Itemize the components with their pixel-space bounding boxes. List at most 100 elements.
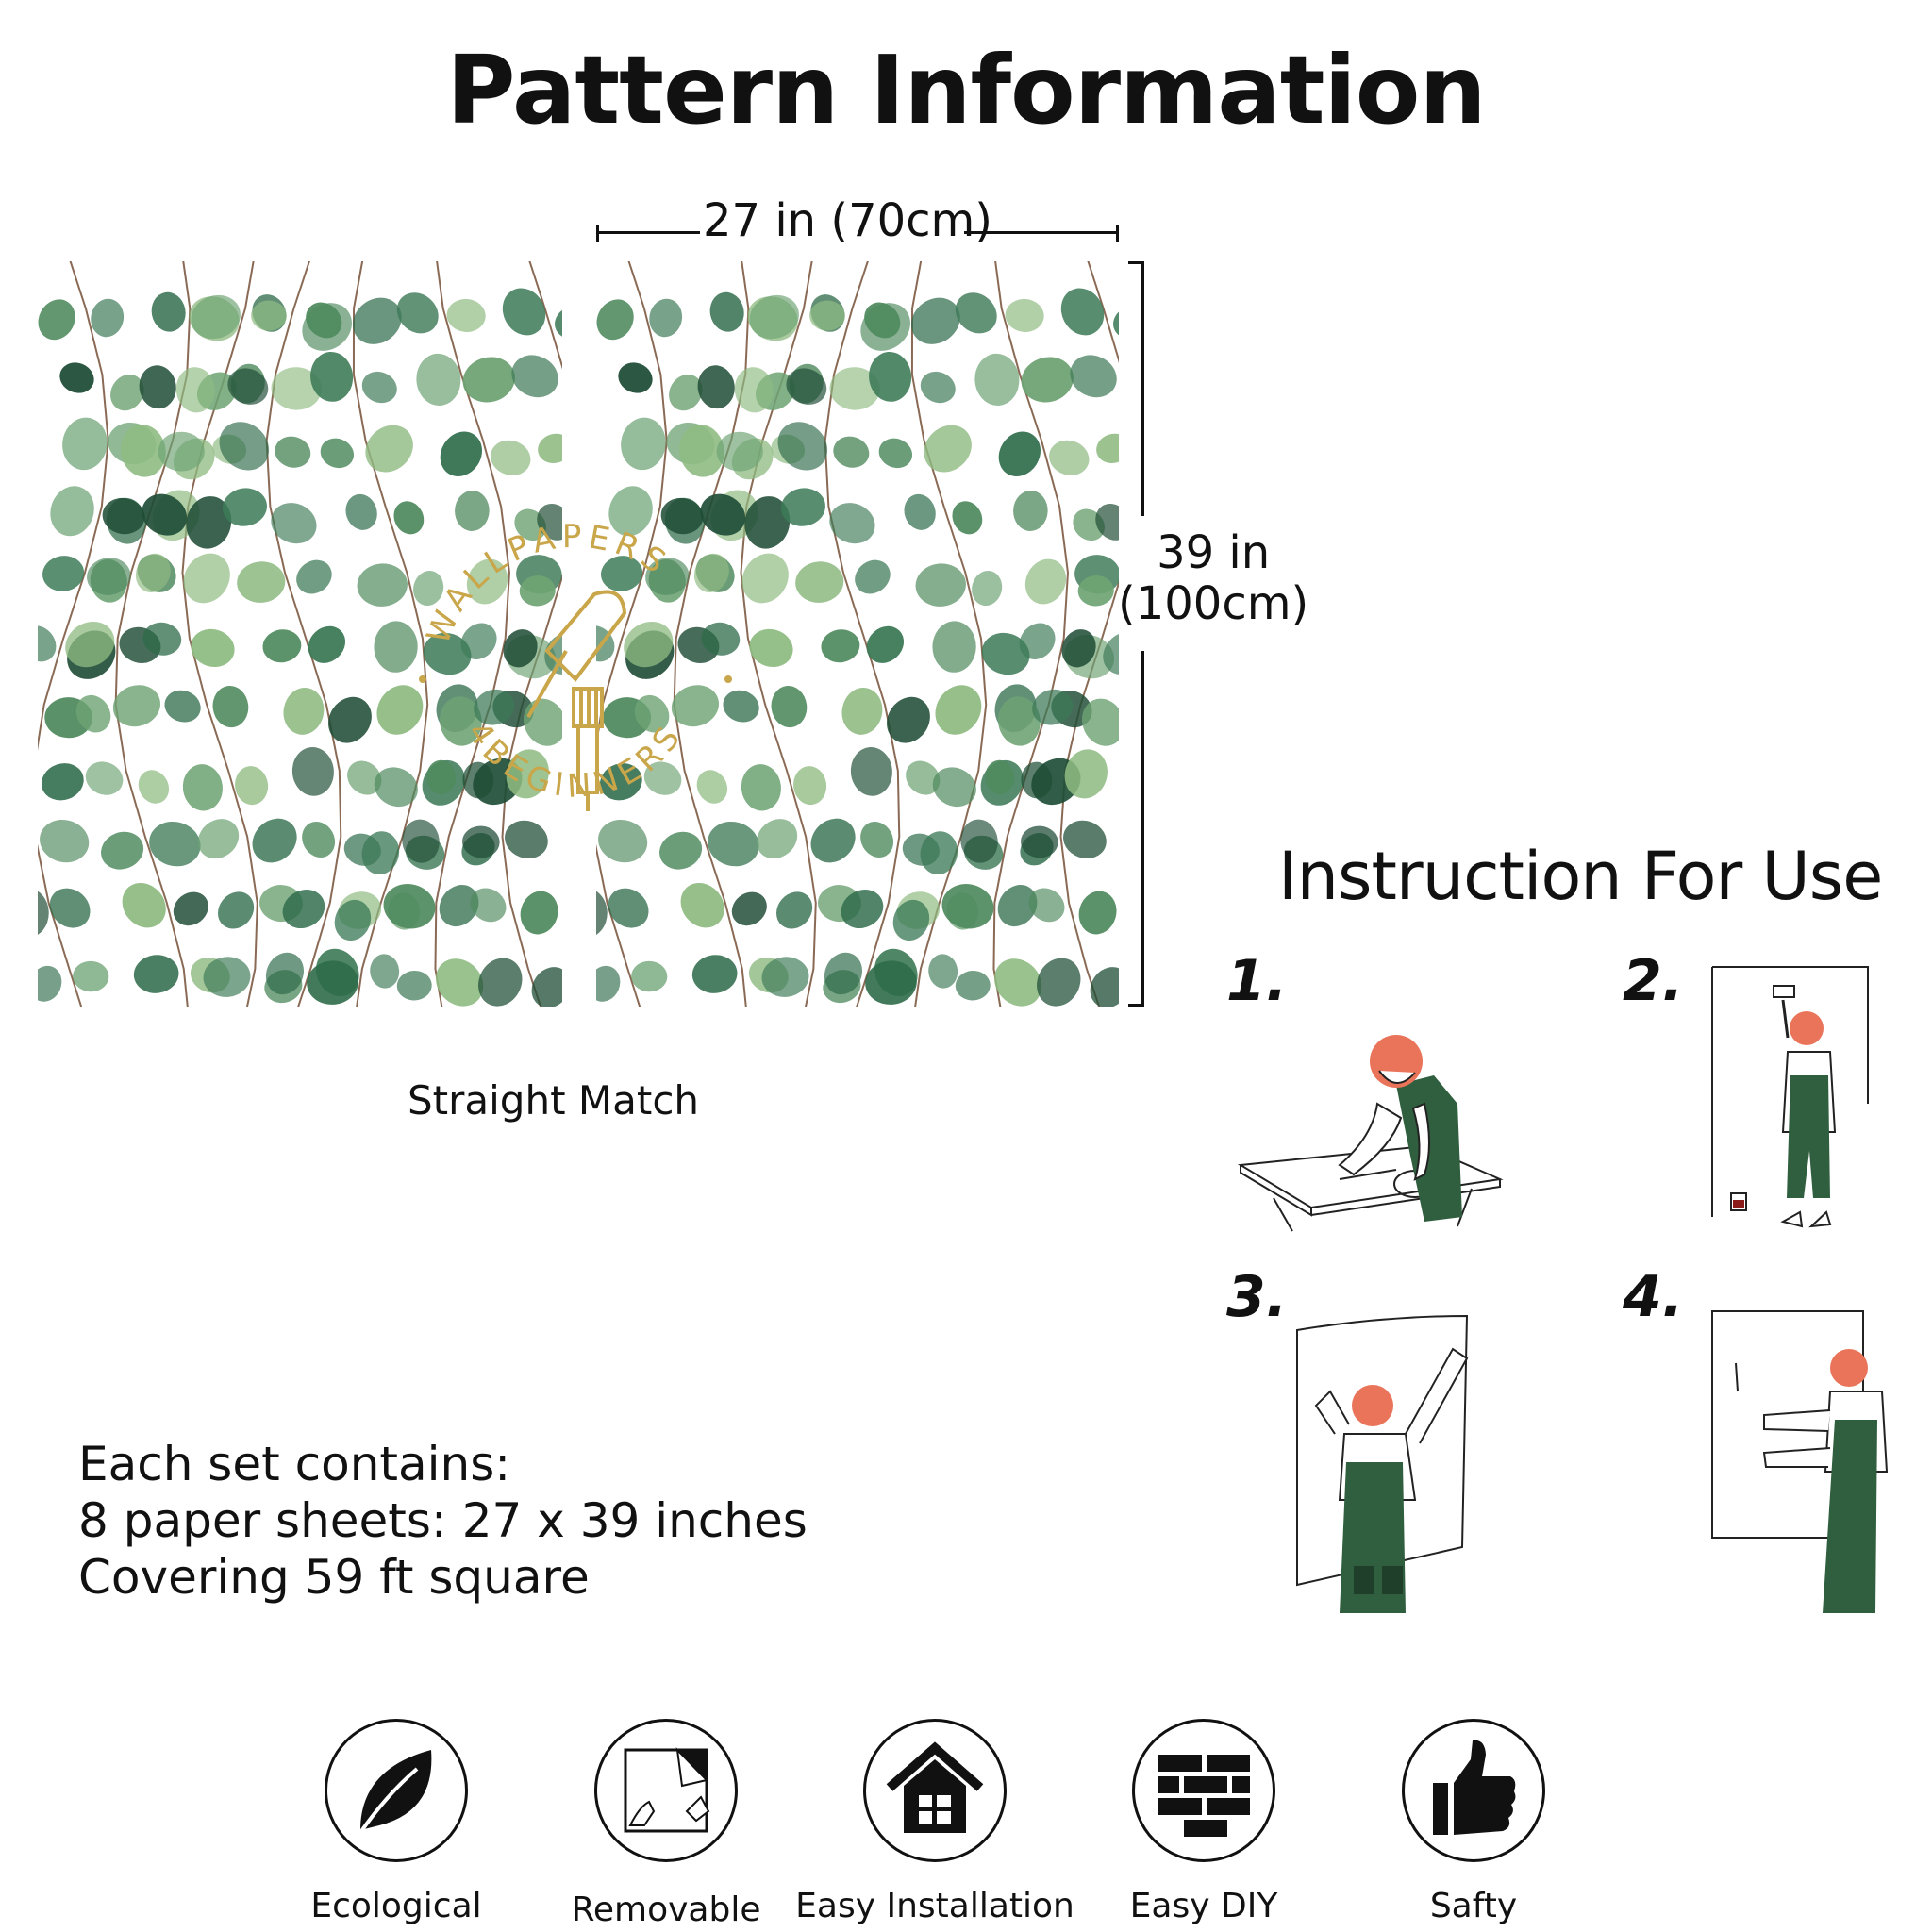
leaf <box>928 954 958 989</box>
leaf <box>599 763 642 801</box>
leaf <box>869 351 912 402</box>
eucalyptus-pattern-image <box>596 261 1119 1007</box>
leaf <box>197 819 240 859</box>
watermark-text-bottom: 4BEGINNERS <box>459 715 685 806</box>
leaf <box>608 486 653 537</box>
leaf <box>829 503 875 544</box>
leaf <box>374 767 418 808</box>
leaf <box>1021 761 1053 799</box>
leaf <box>904 493 936 530</box>
thumbs-up-icon <box>1433 1740 1516 1835</box>
leaf <box>608 888 649 928</box>
leaf <box>941 884 994 929</box>
leaf <box>906 760 941 795</box>
width-dimension-tick-right <box>1116 225 1119 242</box>
height-dimension-line-top <box>1141 261 1144 516</box>
leaf <box>393 501 425 535</box>
leaf <box>310 351 354 402</box>
leaf <box>669 374 703 411</box>
leaf <box>833 436 870 468</box>
leaf <box>65 621 115 668</box>
leaf <box>761 957 809 997</box>
leaf <box>955 292 997 334</box>
leaf <box>328 696 372 743</box>
instructions-title: Instruction For Use <box>1278 838 1883 915</box>
leaf <box>821 629 860 663</box>
leaf <box>519 575 556 607</box>
branch <box>38 261 109 1007</box>
leaf <box>302 821 336 858</box>
leaf <box>491 440 531 475</box>
brick-wall-icon <box>1158 1755 1250 1837</box>
leaf <box>1095 504 1119 541</box>
leaf <box>320 438 355 469</box>
leaf <box>678 425 724 477</box>
removable-label: Removable <box>571 1890 761 1929</box>
leaf <box>505 820 548 859</box>
leaf <box>38 888 49 939</box>
leaf <box>203 957 251 997</box>
safety-badge <box>1402 1719 1545 1862</box>
leaf <box>777 422 828 471</box>
leaf <box>596 888 608 939</box>
leaf <box>749 628 793 668</box>
leaf <box>596 299 634 341</box>
easy-diy-label: Easy DIY <box>1129 1887 1278 1925</box>
leaf <box>112 685 161 727</box>
leaf <box>182 764 223 811</box>
leaf <box>1064 749 1108 799</box>
leaf <box>643 761 682 795</box>
leaf <box>357 563 408 607</box>
leaf <box>708 821 759 867</box>
leaf <box>158 431 205 472</box>
leaf <box>413 570 444 607</box>
leaf <box>723 690 759 723</box>
leaf <box>361 831 400 875</box>
leaf <box>621 417 666 471</box>
leaf <box>62 417 108 471</box>
branch <box>1059 261 1119 1007</box>
leaf <box>855 559 891 594</box>
leaf <box>537 504 562 541</box>
leaf <box>744 496 791 549</box>
leaf <box>383 884 436 929</box>
leaf <box>1113 306 1119 340</box>
leaf <box>151 291 186 332</box>
safety-label: Safty <box>1429 1887 1518 1925</box>
leaf <box>1028 888 1065 923</box>
leaf <box>59 362 94 393</box>
leaf <box>795 561 844 603</box>
leaf <box>780 488 825 526</box>
height-dimension-line-bottom <box>1141 651 1144 1007</box>
easy-installation-badge <box>863 1719 1007 1862</box>
leaf <box>219 422 270 471</box>
leaf <box>985 759 1015 795</box>
leaf <box>1103 631 1119 675</box>
leaf <box>402 819 440 863</box>
set-contents-heading: Each set contains: <box>78 1437 511 1491</box>
leaf <box>38 299 75 341</box>
leaf <box>237 561 286 603</box>
pattern-match-caption: Straight Match <box>408 1077 700 1124</box>
leaf <box>308 625 346 663</box>
svg-text:4BEGINNERS: 4BEGINNERS <box>459 715 691 806</box>
leaf <box>860 821 894 858</box>
leaf <box>40 819 90 863</box>
leaf <box>1013 490 1048 531</box>
leaf <box>697 365 735 409</box>
branch <box>596 261 668 1007</box>
step-1-number: 1. <box>1226 948 1288 1014</box>
leaf <box>135 553 171 593</box>
leaf <box>218 891 255 929</box>
easy-installation-label: Easy Installation <box>795 1887 1074 1925</box>
leaf <box>955 971 991 1001</box>
leaf <box>920 371 956 404</box>
leaf <box>50 486 94 537</box>
leaf <box>164 690 201 723</box>
height-dimension-label: 39 in (100cm) <box>1118 527 1308 630</box>
leaf <box>282 890 325 929</box>
branch <box>434 261 510 1007</box>
leaf <box>462 357 515 403</box>
leaf <box>841 890 884 929</box>
house-icon <box>886 1741 984 1833</box>
